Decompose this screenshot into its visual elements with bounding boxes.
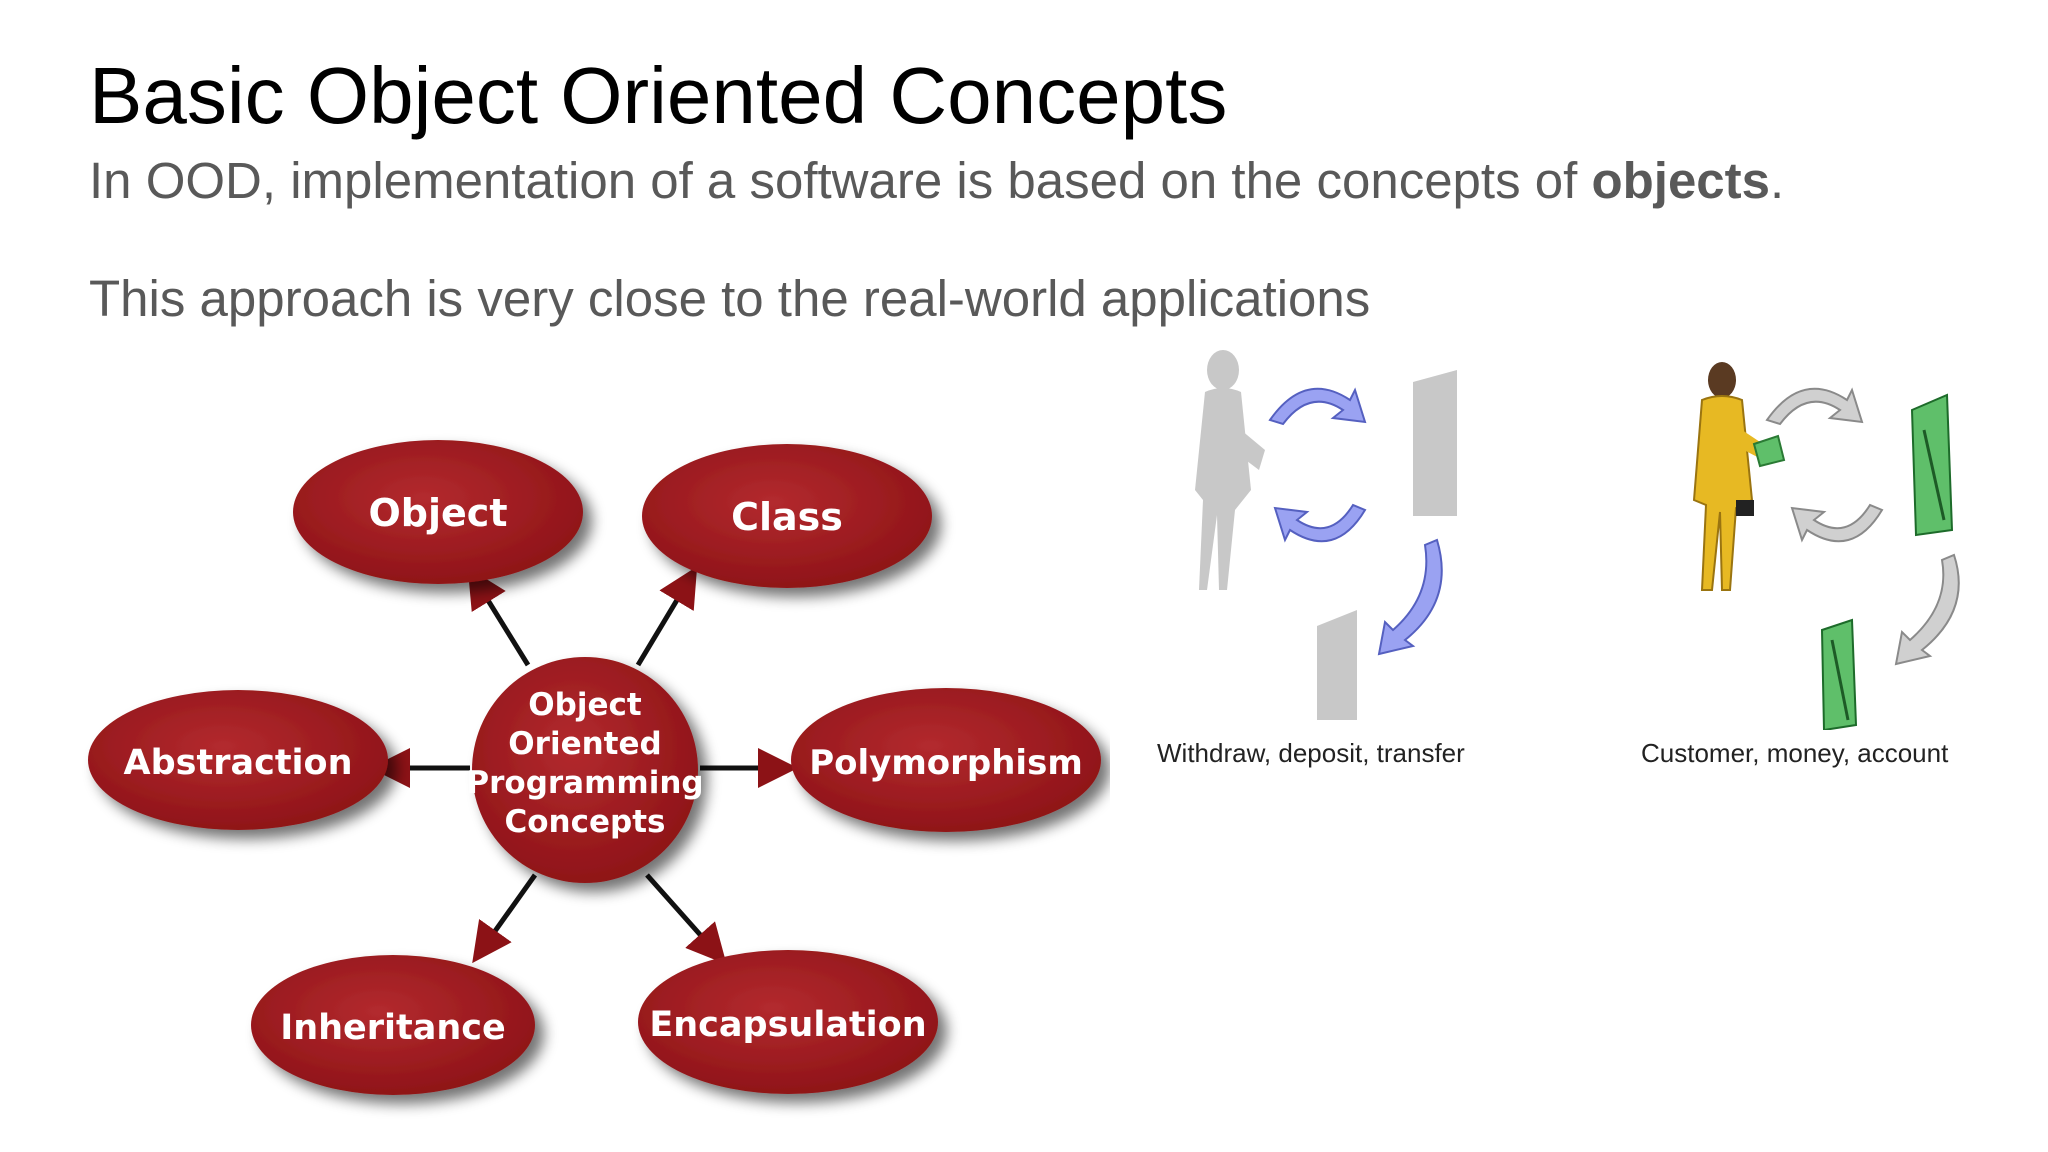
slide-subtitle: In OOD, implementation of a software is … [89, 150, 1784, 211]
oop-concepts-diagram: Object Class Abstraction Polymorphism In… [80, 420, 1110, 1140]
node-inheritance-label: Inheritance [280, 1008, 506, 1048]
illustration-entities [1672, 340, 2012, 730]
node-object-label: Object [369, 491, 508, 535]
node-polymorphism-label: Polymorphism [809, 743, 1083, 783]
operations-caption: Withdraw, deposit, transfer [1157, 738, 1465, 769]
center-label-line-2: Oriented [508, 726, 661, 762]
customer-icon [1694, 362, 1784, 590]
illustration-operations [1165, 340, 1505, 730]
subtitle-period: . [1770, 152, 1784, 209]
person-silhouette-icon [1195, 350, 1265, 590]
center-label-line-3: Programming [466, 765, 703, 801]
node-encapsulation-label: Encapsulation [649, 1005, 926, 1045]
slide-title: Basic Object Oriented Concepts [89, 52, 1227, 140]
money-stack-icon [1822, 395, 1952, 730]
center-label-line-1: Object [528, 687, 642, 723]
node-class-label: Class [731, 495, 843, 539]
subtitle-bold-word: objects [1591, 152, 1770, 209]
center-label-line-4: Concepts [505, 804, 666, 840]
entities-caption: Customer, money, account [1641, 738, 1948, 769]
subtitle-text: In OOD, implementation of a software is … [89, 152, 1591, 209]
node-abstraction-label: Abstraction [123, 743, 352, 783]
slide-subtitle-2: This approach is very close to the real-… [89, 268, 1370, 329]
